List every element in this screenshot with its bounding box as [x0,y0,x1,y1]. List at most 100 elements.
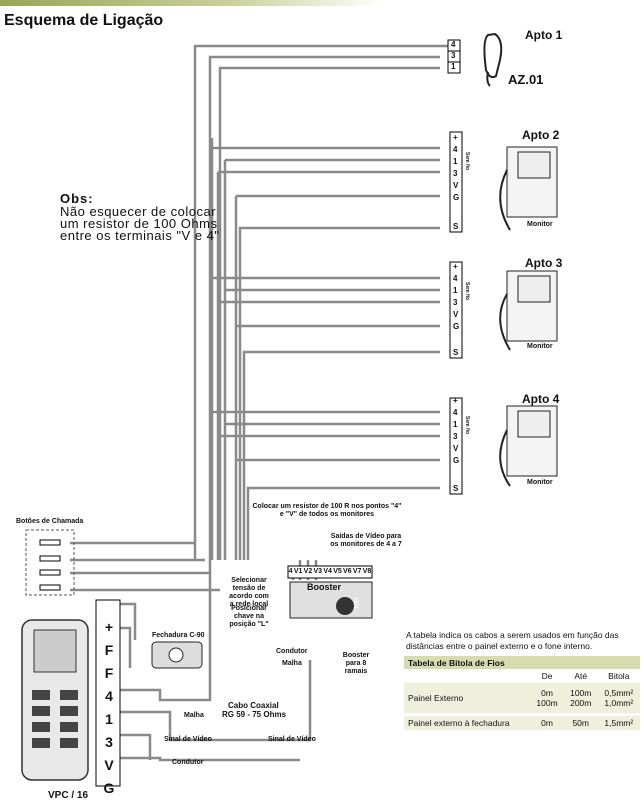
apto4-terminal: 4 [453,408,458,417]
booster-output: 4 [288,568,293,575]
wires [70,44,448,762]
monitor-icon-apto2 [499,146,558,231]
apto1-terminal: 3 [451,51,456,60]
lock-label: Fechadura C-90 [152,632,205,639]
apto3-terminal: G [453,322,460,331]
apto3-device: Monitor [527,343,553,350]
apto2-terminal: 1 [453,157,458,166]
apto3-terminal: S [453,348,459,357]
table-cell: 50m [563,716,598,730]
video-signal-label: Sinal de Vídeo [164,736,212,743]
table-intro: A tabela indica os cabos a serem usados … [406,630,619,651]
table-header: De [541,671,553,681]
booster-output: V4 [323,568,332,575]
apto2-terminal-strip [449,131,463,233]
apto4-terminal: + [453,396,458,405]
video-outputs-title: Saídas de Vídeo para os monitores de 4 a… [330,533,402,548]
apto4-terminal-strip [449,397,463,495]
conductor-label: Condutor [172,759,204,766]
table-cell: Painel externo à fechadura [404,716,531,730]
booster-box [287,565,373,619]
side-tag: Sem fio [464,282,470,301]
apto4-terminal: 3 [453,432,458,441]
apto1-model: AZ.01 [508,72,544,87]
table-header: Até [574,671,588,681]
switch-note: Posicionar chave na posição "L" [229,605,269,628]
apto2-terminal: V [453,181,459,190]
table-cell: 1,0mm² [604,698,634,708]
booster-outputs: 4 V1 V2 V3 V4 V5 V6 V7 V8 [288,568,372,575]
panel-terminal: + [104,619,114,635]
apto2-terminal: G [453,193,460,202]
table-cell: 1,5mm² [597,716,640,730]
booster-output: V8 [362,568,372,575]
apto3-terminal: 4 [453,274,458,283]
apto3-terminal-strip [449,261,463,359]
panel-terminal: F [104,665,114,681]
apto4-terminal: G [453,456,460,465]
apto3-terminal: 3 [453,298,458,307]
header-accent-bar [0,0,641,6]
table-row: Painel externo à fechadura 0m 50m 1,5mm² [404,716,640,730]
apto2-device: Monitor [527,221,553,228]
table-cell: 0m [530,716,564,730]
obs-heading: Obs: [60,191,94,206]
panel-terminal: 4 [105,688,113,704]
booster-output: V6 [343,568,352,575]
table-cell: 0m [541,688,553,698]
side-tag: Sem fio [464,152,470,171]
apto2-terminal: + [453,133,458,142]
apto1-label: Apto 1 [525,28,563,42]
branches-note: Booster para 8 ramais [342,652,370,675]
apto4-terminal: 1 [453,420,458,429]
call-buttons-label: Botões de Chamada [16,518,84,525]
coax-label: Cabo Coaxial [228,701,279,710]
panel-terminal-strip [95,599,121,787]
apto2-terminal: S [453,222,459,231]
booster-output: V2 [303,568,313,575]
obs-text: Não esquecer de colocar um resistor de 1… [60,204,220,243]
table-header: Bitola [608,671,630,681]
apto4-device: Monitor [527,479,553,486]
side-tag: Sem fio [464,416,470,435]
apto1-terminal: 4 [451,40,456,49]
panel-model: VPC / 16 [48,790,89,801]
video-signal-label: Sinal de Vídeo [268,736,316,743]
booster-output: V7 [352,568,362,575]
apto3-terminal: V [453,310,459,319]
monitor-icon-apto3 [499,270,558,351]
panel-terminal: F [104,642,114,658]
apto4-terminal: V [453,444,459,453]
table-cell: 0,5mm² [604,688,634,698]
booster-output: V3 [313,568,323,575]
booster-output: V5 [333,568,342,575]
table-cell: Painel Externo [404,683,531,713]
mesh-label: Malha [282,660,302,667]
monitor-icon-apto4 [499,405,558,487]
table-cell: 200m [570,698,592,708]
coax-spec: RG 59 - 75 Ohms [222,710,287,719]
apto4-label: Apto 4 [522,392,560,406]
door-panel [21,619,89,781]
panel-terminal: V [104,757,114,773]
table-cell: 100m [570,688,592,698]
panel-terminal: G [103,780,115,796]
booster-brand: HDL [352,598,358,611]
panel-terminal: 3 [105,734,113,750]
mesh-label: Malha [184,712,204,719]
handset-icon [483,32,503,87]
conductor-label: Condutor [276,648,308,655]
apto4-terminal: S [453,484,459,493]
apto2-terminal: 4 [453,145,458,154]
call-buttons [25,529,75,596]
booster-output: V1 [293,568,303,575]
apto2-label: Apto 2 [522,128,560,142]
apto3-label: Apto 3 [525,256,563,270]
apto3-terminal: + [453,262,458,271]
panel-terminals: + F F 4 1 3 V G [100,616,118,800]
resistor-note: Colocar um resistor de 100 R nos pontos … [252,503,402,518]
apto3-terminal: 1 [453,286,458,295]
apto1-terminal: 1 [451,62,456,71]
